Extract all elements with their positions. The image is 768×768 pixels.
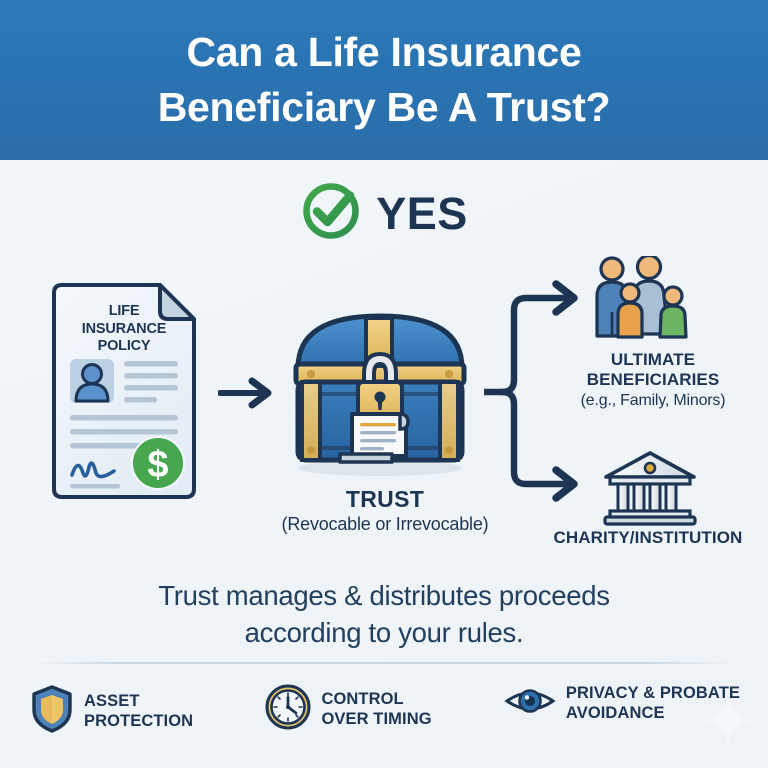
feature-asset-protection: ASSET PROTECTION — [30, 684, 193, 739]
feature-privacy-probate-avoidance-label: PRIVACY & PROBATE AVOIDANCE — [566, 684, 740, 724]
family-group-icon — [588, 253, 692, 342]
shield-icon — [30, 684, 74, 739]
tagline: Trust manages & distributes proceeds acc… — [64, 578, 704, 651]
svg-text:$: $ — [147, 444, 168, 486]
feature-2-line2: AVOIDANCE — [565, 703, 665, 722]
policy-title-line2: INSURANCE — [81, 320, 167, 337]
feature-0-line1: ASSET — [84, 691, 140, 710]
feature-control-over-timing: CONTROL OVER TIMING — [265, 684, 432, 735]
feature-0-line2: PROTECTION — [84, 711, 194, 730]
locked-treasure-chest-icon — [282, 298, 478, 483]
beneficiaries-label-line2: BENEFICIARIES — [586, 370, 720, 390]
trust-label-group: TRUST (Revocable or Irrevocable) — [250, 486, 520, 535]
feature-1-line1: CONTROL — [321, 689, 404, 708]
beneficiaries-label-line3: (e.g., Family, Minors) — [580, 391, 726, 409]
trust-sublabel: (Revocable or Irrevocable) — [281, 514, 489, 534]
page-title-line2: Beneficiary Be A Trust? — [157, 84, 611, 130]
feature-control-over-timing-label: CONTROL OVER TIMING — [321, 690, 431, 730]
feature-asset-protection-label: ASSET PROTECTION — [84, 692, 193, 732]
footer-divider — [34, 662, 734, 664]
policy-document-title: LIFE INSURANCE POLICY — [48, 303, 200, 356]
page-title-line1: Can a Life Insurance — [186, 29, 582, 76]
branching-arrows-icon — [480, 262, 594, 527]
ultimate-beneficiaries-label-group: ULTIMATE BENEFICIARIES (e.g., Family, Mi… — [538, 350, 768, 411]
feature-privacy-probate-avoidance: PRIVACY & PROBATE AVOIDANCE — [504, 684, 740, 724]
tagline-line2: according to your rules. — [244, 616, 524, 648]
trust-label: TRUST — [345, 486, 425, 512]
policy-title-line3: POLICY — [97, 338, 151, 355]
clock-icon — [265, 684, 311, 735]
verdict-row: YES — [0, 180, 768, 247]
check-circle-icon — [300, 180, 362, 247]
feature-1-line2: OVER TIMING — [321, 709, 432, 728]
life-insurance-policy-document-icon: $ LIFE INSURANCE POLICY — [48, 281, 200, 503]
sparkle-decoration-icon — [700, 693, 756, 754]
policy-title-line1: LIFE — [108, 303, 140, 319]
eye-icon — [504, 684, 556, 723]
feature-row: ASSET PROTECTION — [30, 684, 740, 739]
feature-2-line1: PRIVACY & PROBATE — [565, 684, 740, 702]
beneficiaries-label-line1: ULTIMATE — [610, 350, 696, 369]
tagline-line1: Trust manages & distributes proceeds — [158, 580, 610, 611]
header-banner: Can a Life Insurance Beneficiary Be A Tr… — [0, 0, 768, 160]
arrow-right-icon — [217, 376, 276, 415]
verdict-label: YES — [376, 187, 468, 239]
charity-institution-label: CHARITY/INSTITUTION — [553, 528, 743, 547]
institution-building-icon — [602, 450, 698, 526]
